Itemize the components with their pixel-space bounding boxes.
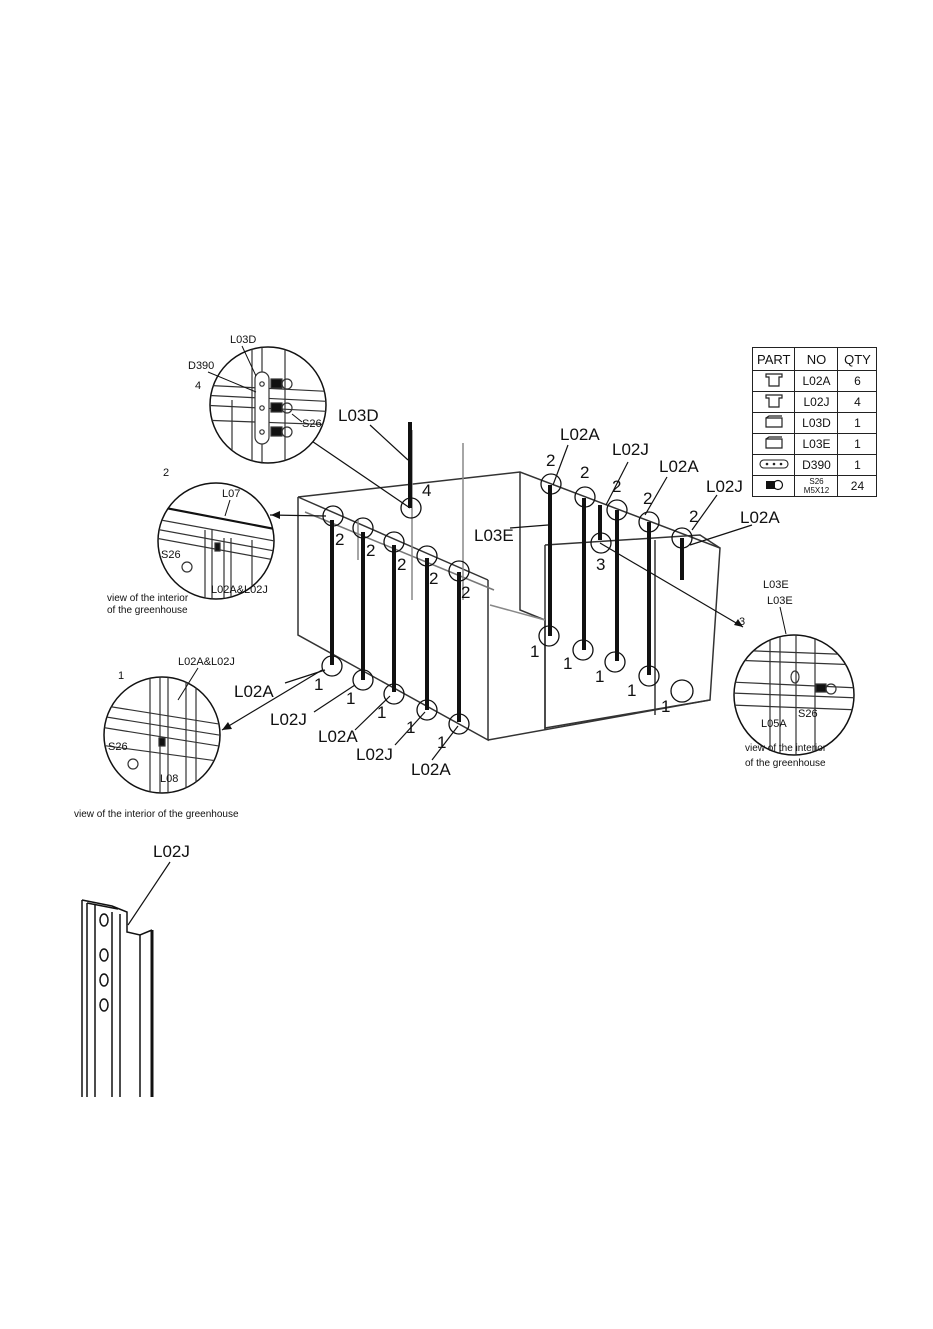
label-l02a-1: L02A <box>234 682 274 701</box>
label-1h: 1 <box>595 667 604 686</box>
leader-lines <box>221 424 753 761</box>
l2-caption-2: of the greenhouse <box>107 605 188 616</box>
part-no-s26: S26 <box>809 476 824 486</box>
label-2e: 2 <box>461 583 470 602</box>
header-no: NO <box>794 347 839 371</box>
l1-caption: view of the interior of the greenhouse <box>74 809 239 820</box>
profile-detail: L02J <box>81 842 190 1097</box>
l1-label-step: 1 <box>118 670 124 682</box>
label-l03d: L03D <box>338 406 379 425</box>
label-1j: 1 <box>661 697 670 716</box>
header-qty: QTY <box>837 347 878 371</box>
l2-label-combo: L02A&L02J <box>211 584 268 596</box>
top-label-s26: S26 <box>302 418 322 430</box>
part-qty: 1 <box>837 412 878 434</box>
l2-label-step: 2 <box>163 467 169 479</box>
l2-label-l07: L07 <box>222 488 240 500</box>
part-no: L02A <box>794 370 839 392</box>
label-l02a-2: L02A <box>318 727 358 746</box>
bar-profile-icon <box>751 412 796 434</box>
r-label-l03e-1: L03E <box>763 579 789 591</box>
top-label-l03d: L03D <box>230 334 256 346</box>
detail-right: L03E L03E 3 L05A S26 view of the interio… <box>733 579 855 769</box>
detail-left-upper: L07 S26 L02A&L02J 2 view of the interior… <box>107 467 275 616</box>
label-2i: 2 <box>643 489 652 508</box>
label-l02a-r1: L02A <box>560 425 600 444</box>
label-2g: 2 <box>580 463 589 482</box>
label-1a: 1 <box>314 675 323 694</box>
label-l02j-r1: L02J <box>612 440 649 459</box>
channel-profile-icon <box>751 391 796 413</box>
label-l02j-2: L02J <box>356 745 393 764</box>
label-2b: 2 <box>366 541 375 560</box>
profile-label: L02J <box>153 842 190 861</box>
r-label-l03e-2: L03E <box>767 595 793 607</box>
part-no-spec: M5X12 <box>803 485 830 495</box>
parts-table-header: PART NO QTY <box>751 347 878 371</box>
table-row: D390 1 <box>751 454 878 476</box>
table-row: L03E 1 <box>751 433 878 455</box>
label-3: 3 <box>596 555 605 574</box>
table-row: L02A 6 <box>751 370 878 392</box>
label-1f: 1 <box>530 642 539 661</box>
part-no: L03E <box>794 433 839 455</box>
r-label-step: 3 <box>739 616 745 628</box>
label-2a: 2 <box>335 530 344 549</box>
part-no: D390 <box>794 454 839 476</box>
r-label-l05a: L05A <box>761 718 787 730</box>
label-1c: 1 <box>377 703 386 722</box>
top-label-step: 4 <box>195 380 201 392</box>
plate-icon <box>751 454 796 476</box>
label-2h: 2 <box>612 477 621 496</box>
label-l02a-r3: L02A <box>740 508 780 527</box>
l2-label-s26: S26 <box>161 549 181 561</box>
l1-label-combo: L02A&L02J <box>178 656 235 668</box>
screw-icon <box>751 475 796 497</box>
detail-left-lower: L02A&L02J 1 S26 L08 view of the interior… <box>74 656 239 820</box>
main-callouts: L03D 4 2 2 2 2 2 1 1 1 1 1 L02A L02J L02… <box>234 406 780 779</box>
label-l02a-r2: L02A <box>659 457 699 476</box>
channel-profile-icon <box>751 370 796 392</box>
r-label-s26: S26 <box>798 708 818 720</box>
l1-label-s26: S26 <box>108 741 128 753</box>
label-1d: 1 <box>406 718 415 737</box>
part-no: L02J <box>794 391 839 413</box>
part-qty: 4 <box>837 391 878 413</box>
label-1i: 1 <box>627 681 636 700</box>
table-row: L02J 4 <box>751 391 878 413</box>
label-2j: 2 <box>689 507 698 526</box>
part-qty: 1 <box>837 433 878 455</box>
label-2f: 2 <box>546 451 555 470</box>
posts <box>330 422 684 722</box>
label-l02a-3: L02A <box>411 760 451 779</box>
r-caption-1: view of the interior <box>745 743 827 754</box>
label-1g: 1 <box>563 654 572 673</box>
parts-table: PART NO QTY L02A 6 L02J 4 L03D 1 L03E 1 … <box>751 347 878 497</box>
label-2c: 2 <box>397 555 406 574</box>
label-l03e: L03E <box>474 526 514 545</box>
r-caption-2: of the greenhouse <box>745 758 826 769</box>
label-1e: 1 <box>437 733 446 752</box>
top-label-d390: D390 <box>188 360 214 372</box>
header-part: PART <box>751 347 796 371</box>
label-1b: 1 <box>346 689 355 708</box>
bar-profile-icon <box>751 433 796 455</box>
joint-circles <box>321 473 694 735</box>
label-4: 4 <box>422 481 431 500</box>
part-qty: 6 <box>837 370 878 392</box>
label-2d: 2 <box>429 569 438 588</box>
label-l02j-r2: L02J <box>706 477 743 496</box>
part-qty: 24 <box>837 475 878 497</box>
l2-caption-1: view of the interior <box>107 593 189 604</box>
part-no: L03D <box>794 412 839 434</box>
detail-top: L03D D390 4 S26 <box>188 334 327 464</box>
l1-label-l08: L08 <box>160 773 178 785</box>
part-qty: 1 <box>837 454 878 476</box>
table-row: L03D 1 <box>751 412 878 434</box>
label-l02j-1: L02J <box>270 710 307 729</box>
